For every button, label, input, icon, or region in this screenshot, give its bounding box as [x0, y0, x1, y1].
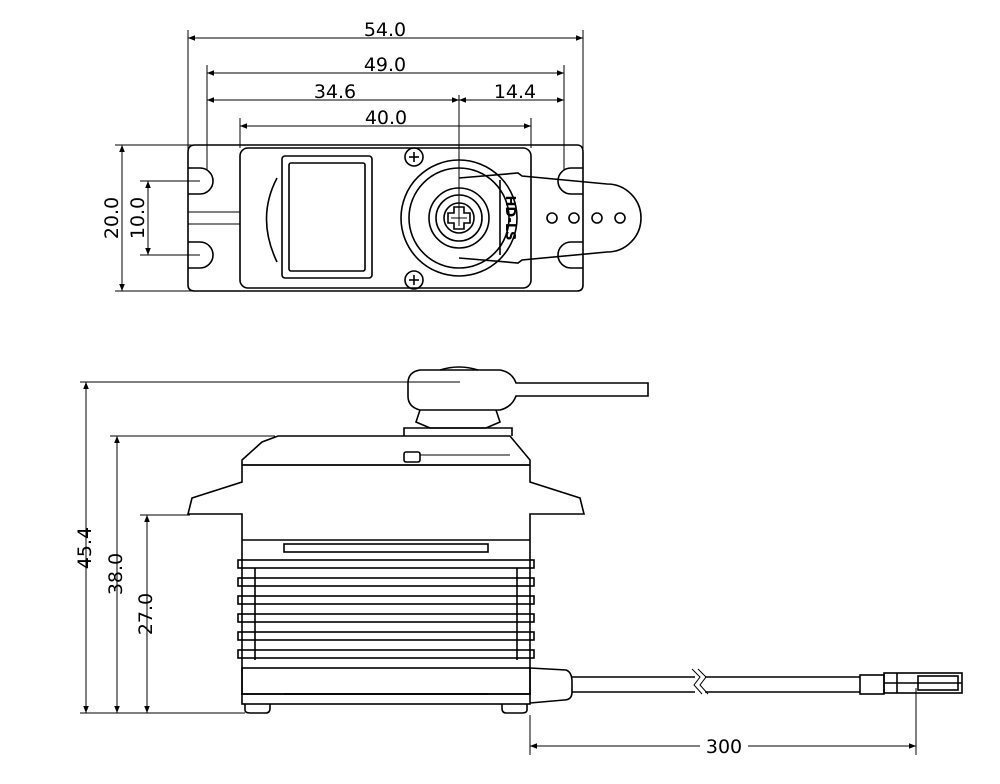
side-view: 45.4 38.0 27.0 300	[74, 366, 963, 758]
side-horn-profile	[407, 366, 649, 429]
dim-total-height: 45.4	[74, 527, 96, 569]
dim-top-height: 38.0	[105, 553, 127, 595]
top-body-outline	[187, 144, 584, 292]
servo-connector	[859, 672, 963, 695]
servo-horn-arm	[458, 172, 642, 264]
dim-overall-height: 20.0	[101, 197, 123, 239]
horn-hub	[408, 167, 510, 269]
dim-body-width: 40.0	[365, 107, 407, 129]
dim-overall-width: 54.0	[364, 19, 406, 41]
servo-cable	[529, 667, 860, 704]
horn-screw-icon	[447, 206, 471, 230]
dim-to-shaft: 34.6	[314, 81, 356, 103]
top-extension-lines	[115, 30, 584, 292]
side-body	[186, 464, 586, 714]
dim-flange-height: 27.0	[135, 593, 157, 635]
dim-shaft-to-edge: 14.4	[494, 81, 536, 103]
dim-mount-spacing: 49.0	[364, 54, 406, 76]
dim-lead-length: 300	[706, 736, 742, 758]
top-screw-icon	[404, 147, 424, 167]
side-top-cap	[241, 427, 531, 466]
bottom-screw-icon	[404, 270, 424, 290]
dim-mount-hole-spacing: 10.0	[127, 197, 149, 239]
top-view: 54.0 49.0 34.6 14.4 40.0 20.0 10.0	[101, 19, 642, 292]
